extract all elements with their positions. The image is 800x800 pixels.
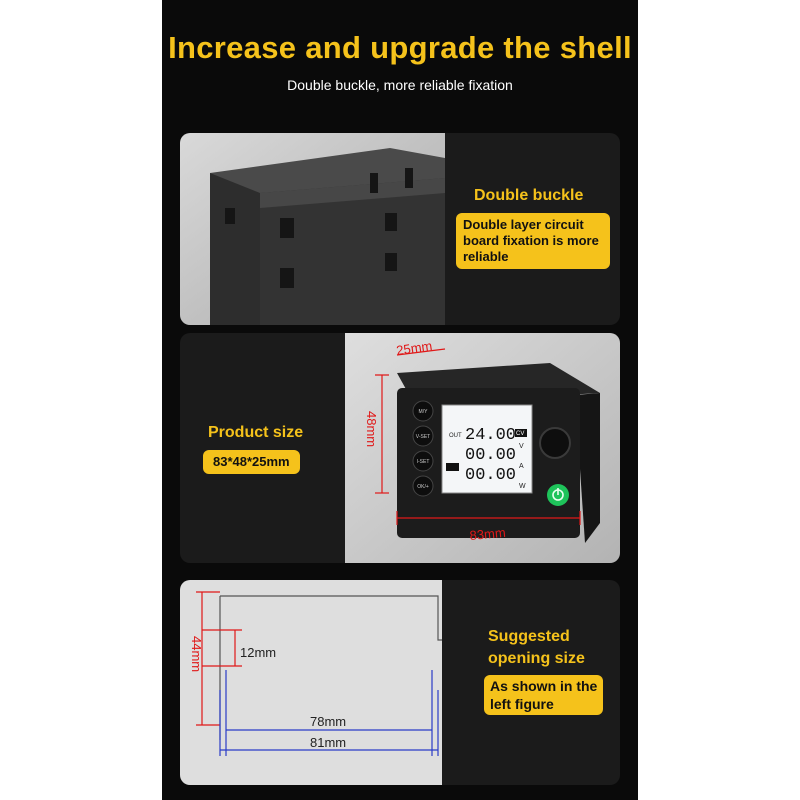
rotary-knob [539, 427, 571, 459]
product-size-value: 83*48*25mm [203, 450, 300, 474]
opening-size-heading: Suggested opening size [488, 626, 585, 670]
product-poster: Increase and upgrade the shell Double bu… [162, 0, 638, 800]
double-buckle-heading: Double buckle [474, 187, 584, 204]
page-title: Increase and upgrade the shell [168, 30, 632, 65]
opening-height-label: 44mm [189, 636, 204, 672]
button-label-4: OK/+ [417, 484, 429, 490]
display-out-label: OUT [449, 433, 462, 439]
opening-heading-line-2: opening size [488, 650, 585, 667]
double-buckle-description: Double layer circuit board fixation is m… [456, 213, 610, 269]
opening-note-line-1: As shown in the [490, 678, 598, 694]
display-current: 00.00 [465, 446, 516, 465]
opening-diagram: 44mm 12mm 78mm 81mm [180, 580, 442, 785]
display-unit-v: V [519, 443, 524, 450]
display-unit-a: A [519, 463, 524, 470]
product-size-card: Product size 83*48*25mm [180, 333, 620, 563]
device-illustration: M/Y V-SET I-SET OK/+ OUT ON 24.00 00.00 … [345, 333, 620, 563]
shell-illustration [180, 133, 445, 325]
display-voltage: 24.00 [465, 426, 516, 445]
opening-note-line-2: left figure [490, 696, 554, 712]
opening-inner-width-label: 78mm [310, 714, 346, 729]
display-cv-label: CV [516, 431, 524, 437]
shell-photo [180, 133, 445, 325]
opening-outer-width-label: 81mm [310, 735, 346, 750]
dimension-width-label: 83mm [469, 525, 506, 543]
device-photo: M/Y V-SET I-SET OK/+ OUT ON 24.00 00.00 … [345, 333, 620, 563]
opening-size-note: As shown in the left figure [484, 675, 604, 715]
opening-size-card: 44mm 12mm 78mm 81mm Suggested opening si… [180, 580, 620, 785]
dimension-height-label: 48mm [364, 411, 379, 447]
opening-notch-label: 12mm [240, 645, 276, 660]
button-label-2: V-SET [416, 434, 430, 440]
page-subtitle: Double buckle, more reliable fixation [287, 77, 513, 93]
product-size-heading: Product size [208, 424, 304, 441]
dimension-depth-label: 25mm [395, 338, 433, 358]
button-label-1: M/Y [419, 409, 429, 415]
double-buckle-card: Double buckle Double layer circuit board… [180, 133, 620, 325]
opening-heading-line-1: Suggested [488, 628, 570, 645]
display-power: 00.00 [465, 466, 516, 485]
opening-illustration: 44mm 12mm 78mm 81mm [180, 580, 442, 785]
button-label-3: I-SET [417, 459, 430, 465]
display-unit-w: W [519, 483, 526, 490]
